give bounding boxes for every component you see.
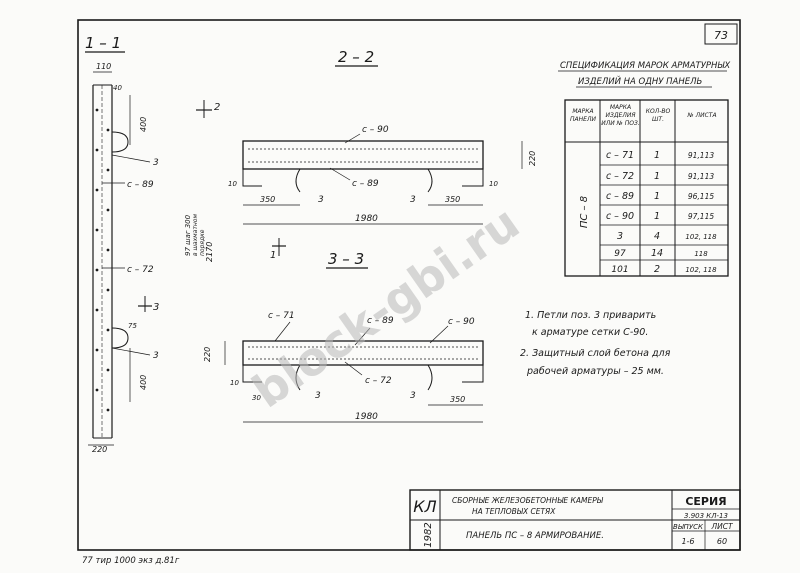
spec-row-sheet: 96,115 xyxy=(688,192,714,201)
s22-dim-10b: 10 xyxy=(489,180,498,188)
s22-label-3a: 3 xyxy=(318,195,324,205)
spec-row-mark: с – 71 xyxy=(606,150,634,161)
print-run-note: 77 тир 1000 экз д.81г xyxy=(82,556,180,566)
spec-row-sheet: 91,113 xyxy=(688,151,714,160)
spec-row-sheet: 102, 118 xyxy=(685,266,717,274)
spec-row-sheet: 91,113 xyxy=(688,172,714,181)
s22-dim-1980: 1980 xyxy=(355,214,378,224)
s22-label-c89: с – 89 xyxy=(352,179,379,189)
s22-label-c90: с – 90 xyxy=(362,125,389,135)
year-text: 1982 xyxy=(423,522,434,547)
s22-dim-350b: 350 xyxy=(445,195,460,204)
s33-dim-1980: 1980 xyxy=(355,412,378,422)
s11-label-3a: 3 xyxy=(153,158,159,168)
issue-value: 1-6 xyxy=(681,537,694,546)
sheet-number: 73 xyxy=(714,29,728,42)
s11-note-97c: порядке xyxy=(199,229,206,256)
s11-dim-220: 220 xyxy=(92,445,107,454)
spec-table: СПЕЦИФИКАЦИЯ МАРОК АРМАТУРНЫХ ИЗДЕЛИЙ НА… xyxy=(558,61,730,277)
sheet-value: 60 xyxy=(717,537,727,546)
section-2-2: 2 – 2 с – 90 с – 89 3 3 10 10 350 350 19… xyxy=(228,48,537,261)
spec-row-qty: 1 xyxy=(654,171,660,182)
sheet-number-box xyxy=(704,23,738,45)
s11-dim-400-top: 400 xyxy=(139,117,148,132)
s11-dim-2170: 2170 xyxy=(205,242,214,262)
note-line-2: к арматуре сетки С-90. xyxy=(532,327,648,338)
notes: 1. Петли поз. 3 приварить к арматуре сет… xyxy=(520,310,671,377)
s33-dim-30: 30 xyxy=(252,394,261,402)
spec-header-sheet: № ЛИСТА xyxy=(687,112,717,119)
s33-dim-350: 350 xyxy=(450,395,465,404)
section-3-3-title: 3 – 3 xyxy=(328,250,364,268)
issue-label: ВЫПУСК xyxy=(673,523,704,531)
s33-dim-10: 10 xyxy=(230,379,239,387)
series-label: СЕРИЯ xyxy=(685,495,726,508)
spec-row-qty: 14 xyxy=(651,248,663,259)
note-line-4: рабочей арматуры – 25 мм. xyxy=(526,366,664,377)
title-line-2: НА ТЕПЛОВЫХ СЕТЯХ xyxy=(472,507,556,516)
spec-header-qty: КОЛ-ВО ШТ. xyxy=(645,108,671,123)
spec-title-line2: ИЗДЕЛИЙ НА ОДНУ ПАНЕЛЬ xyxy=(578,75,703,87)
spec-row-qty: 1 xyxy=(654,191,660,202)
s11-label-c89: с – 89 xyxy=(127,180,154,190)
spec-row-sheet: 97,115 xyxy=(688,212,714,221)
title-block: КЛ 1982 СБОРНЫЕ ЖЕЛЕЗОБЕТОННЫЕ КАМЕРЫ НА… xyxy=(409,489,741,551)
s22-dim-10a: 10 xyxy=(228,180,237,188)
cut-1-label: 1 xyxy=(270,250,276,261)
spec-row-sheet: 118 xyxy=(694,250,708,258)
section-2-2-title: 2 – 2 xyxy=(338,48,374,66)
s11-dim-400-bottom: 400 xyxy=(139,375,148,390)
section-3-3: 3 – 3 с – 71 с – 89 с – 90 с – 72 3 3 22… xyxy=(203,250,484,423)
s11-label-c72: с – 72 xyxy=(127,265,154,275)
s11-dim-75: 75 xyxy=(128,322,137,330)
spec-row-sheet: 102, 118 xyxy=(685,233,717,241)
s33-label-3b: 3 xyxy=(410,391,416,401)
spec-row-mark: с – 72 xyxy=(606,171,634,182)
title-line-1: СБОРНЫЕ ЖЕЛЕЗОБЕТОННЫЕ КАМЕРЫ xyxy=(452,496,604,505)
spec-panel-mark: ПС – 8 xyxy=(579,196,590,228)
s22-dim-220: 220 xyxy=(528,151,537,166)
s33-label-c72: с – 72 xyxy=(365,376,392,386)
cut-3-label: 3 xyxy=(153,302,159,313)
spec-row-mark: с – 89 xyxy=(606,191,634,202)
s33-label-3a: 3 xyxy=(315,391,321,401)
org-logo-text: КЛ xyxy=(413,497,436,516)
section-1-1-rebar xyxy=(95,108,110,412)
s33-label-c71: с – 71 xyxy=(268,311,295,321)
spec-row-qty: 1 xyxy=(654,150,660,161)
spec-title-line1: СПЕЦИФИКАЦИЯ МАРОК АРМАТУРНЫХ xyxy=(560,61,730,71)
sheet-frame xyxy=(77,19,741,551)
spec-row-qty: 4 xyxy=(654,231,660,242)
spec-row-mark: 101 xyxy=(611,265,628,275)
spec-row-mark: 97 xyxy=(614,249,626,259)
s33-label-c90: с – 90 xyxy=(448,317,475,327)
cut-2-label: 2 xyxy=(214,102,220,113)
series-value: 3.903 КЛ-13 xyxy=(684,512,728,520)
s33-dim-220: 220 xyxy=(203,347,212,362)
note-line-1: 1. Петли поз. 3 приварить xyxy=(525,310,656,321)
section-1-1-title: 1 – 1 xyxy=(85,34,121,52)
spec-row-qty: 2 xyxy=(654,264,660,275)
s11-dim-40: 40 xyxy=(113,84,122,92)
s22-label-3b: 3 xyxy=(410,195,416,205)
s33-label-c89: с – 89 xyxy=(367,316,394,326)
section-1-1: 1 – 1 110 40 400 75 400 220 2170 xyxy=(85,34,220,454)
s11-note-97b: в шахматном xyxy=(192,214,199,256)
spec-row-mark: 3 xyxy=(617,231,623,242)
spec-row-qty: 1 xyxy=(654,211,660,222)
sheet-label: ЛИСТ xyxy=(710,522,733,531)
drawing-title: ПАНЕЛЬ ПС – 8 АРМИРОВАНИЕ. xyxy=(466,531,604,541)
spec-row-mark: с – 90 xyxy=(606,211,634,222)
spec-header-item: МАРКА ИЗДЕЛИЯ ИЛИ № ПОЗ. xyxy=(601,104,640,127)
s11-note-97: 97 шаг 300 xyxy=(184,214,192,256)
note-line-3: 2. Защитный слой бетона для xyxy=(520,348,671,359)
spec-header-panel: МАРКА ПАНЕЛИ xyxy=(570,108,596,123)
s11-dim-110: 110 xyxy=(96,62,111,71)
s22-dim-350a: 350 xyxy=(260,195,275,204)
s11-label-3b: 3 xyxy=(153,351,159,361)
